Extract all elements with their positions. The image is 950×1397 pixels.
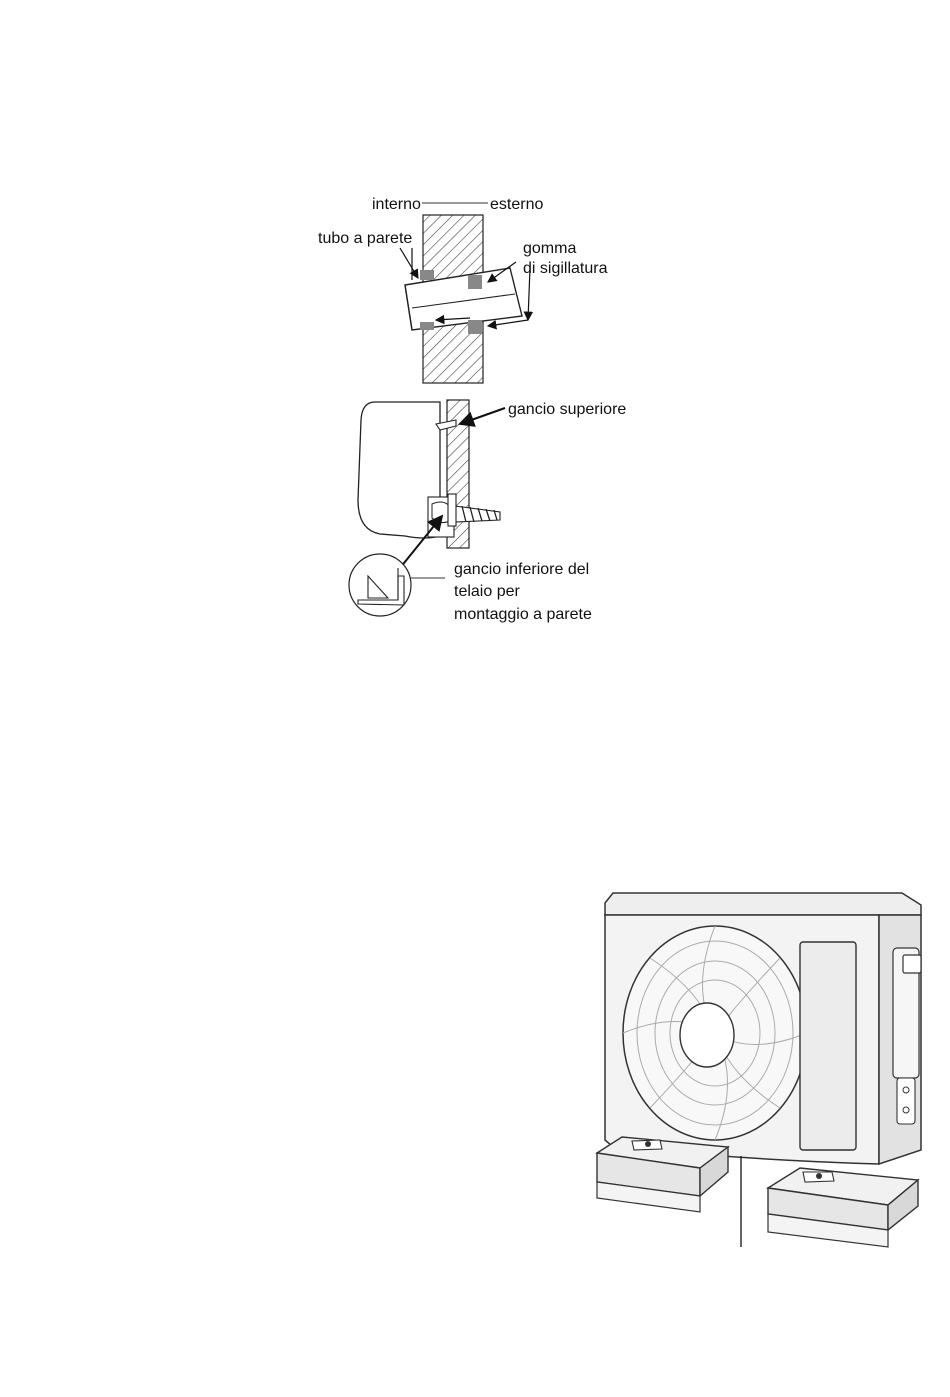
sealing-rubber-label-line2: di sigillatura — [523, 259, 607, 278]
right-support-foot — [768, 1168, 918, 1247]
unit-top-panel — [605, 893, 921, 915]
mounting-screw — [448, 494, 500, 526]
wall-pipe-diagram — [400, 203, 530, 383]
fan-hub — [680, 1003, 734, 1067]
lower-hook-label-line2: telaio per — [454, 582, 520, 601]
unit-service-panel — [800, 942, 856, 1150]
lower-hook-label-line1: gancio inferiore del — [454, 560, 589, 579]
outdoor-unit-illustration — [597, 893, 921, 1247]
sealing-rubber-label-line1: gomma — [523, 239, 576, 258]
sealing-rubber-top-right — [468, 275, 482, 289]
fan-grille — [623, 926, 807, 1140]
wall-pipe-label: tubo a parete — [318, 229, 412, 248]
valve-ports — [897, 1078, 915, 1124]
left-support-foot — [597, 1137, 728, 1212]
outside-label: esterno — [490, 195, 543, 214]
lower-hook-label-line3: montaggio a parete — [454, 605, 592, 624]
inside-label: interno — [372, 195, 421, 214]
sealing-rubber-bottom-right — [468, 320, 482, 334]
upper-hook-label: gancio superiore — [508, 400, 626, 419]
sealing-rubber-bottom-left — [420, 322, 434, 330]
sealing-rubber-top-left — [420, 270, 434, 280]
